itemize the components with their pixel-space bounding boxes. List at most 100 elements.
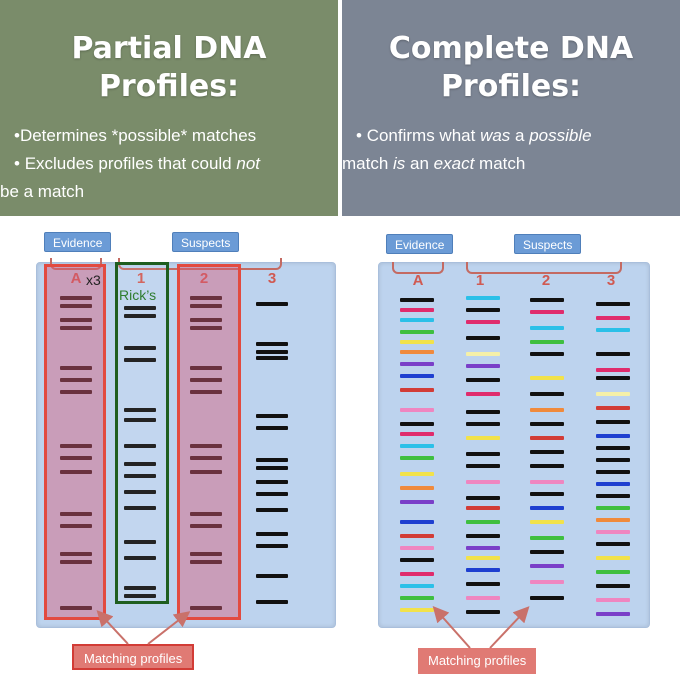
left-lane-1-band	[60, 318, 92, 322]
right-lane-1-band	[400, 362, 434, 366]
left-lane-3-band	[190, 470, 222, 474]
evidence-highlight	[44, 264, 106, 620]
right-lane-3-band	[530, 326, 564, 330]
right-lane-3-band	[530, 596, 564, 600]
left-lane-1-band	[60, 560, 92, 564]
right-lane-1-band	[400, 444, 434, 448]
right-lane-3-band	[530, 550, 564, 554]
left-lane-4-band	[256, 492, 288, 496]
right-lane-1-band	[400, 298, 434, 302]
right-lane-1-band	[400, 584, 434, 588]
left-lane-4-band	[256, 544, 288, 548]
left-lane-3-band	[190, 318, 222, 322]
right-lane-3-band	[530, 464, 564, 468]
right-lane-1-band	[400, 308, 434, 312]
lane-label-1-right: 1	[475, 272, 485, 289]
right-lane-2-band	[466, 496, 500, 500]
right-lane-4-band	[596, 612, 630, 616]
evidence-tag-right: Evidence	[386, 234, 454, 254]
left-lane-3-band	[190, 444, 222, 448]
right-lane-4-band	[596, 470, 630, 474]
suspect2-highlight	[177, 264, 241, 620]
lane-label-2-left: 2	[199, 270, 209, 287]
partial-profiles-title: Partial DNA Profiles:	[71, 31, 267, 104]
right-lane-4-band	[596, 368, 630, 372]
right-lane-1-band	[400, 558, 434, 562]
left-lane-2-band	[124, 556, 156, 560]
complete-profiles-panel: Complete DNA Profiles: Confirms what was…	[342, 0, 680, 216]
left-lane-3-band	[190, 304, 222, 308]
bullet-excludes-profiles: Excludes profiles that could not be a ma…	[0, 150, 324, 206]
right-lane-3-band	[530, 520, 564, 524]
left-lane-2-band	[124, 594, 156, 598]
lane-label-1-left: 1	[136, 270, 146, 287]
right-lane-1-band	[400, 456, 434, 460]
right-lane-3-band	[530, 536, 564, 540]
right-lane-4-band	[596, 530, 630, 534]
right-lane-3-band	[530, 376, 564, 380]
right-lane-4-band	[596, 506, 630, 510]
right-lane-1-band	[400, 374, 434, 378]
right-lane-3-band	[530, 408, 564, 412]
right-lane-4-band	[596, 316, 630, 320]
right-lane-4-band	[596, 584, 630, 588]
right-lane-3-band	[530, 392, 564, 396]
left-lane-4-band	[256, 414, 288, 418]
right-lane-2-band	[466, 480, 500, 484]
right-lane-2-band	[466, 308, 500, 312]
left-lane-4-band	[256, 458, 288, 462]
left-lane-4-band	[256, 426, 288, 430]
evidence-bracket-right	[392, 262, 444, 274]
right-lane-3-band	[530, 492, 564, 496]
right-lane-3-band	[530, 352, 564, 356]
right-lane-1-band	[400, 472, 434, 476]
left-lane-3-band	[190, 326, 222, 330]
suspects-bracket-right	[466, 262, 622, 274]
left-lane-3-band	[190, 456, 222, 460]
right-lane-2-band	[466, 320, 500, 324]
lane-label-a-left: A	[70, 270, 82, 287]
center-divider	[338, 0, 342, 680]
right-lane-4-band	[596, 458, 630, 462]
right-lane-1-band	[400, 596, 434, 600]
right-lane-4-band	[596, 446, 630, 450]
left-lane-3-band	[190, 366, 222, 370]
right-lane-3-band	[530, 298, 564, 302]
left-lane-2-band	[124, 490, 156, 494]
annotation-ricks: Rick’s	[119, 287, 157, 303]
right-lane-2-band	[466, 410, 500, 414]
right-lane-1-band	[400, 408, 434, 412]
right-lane-1-band	[400, 500, 434, 504]
right-lane-3-band	[530, 480, 564, 484]
left-lane-3-band	[190, 378, 222, 382]
partial-profiles-bullets: Determines *possible* matches Excludes p…	[0, 122, 338, 206]
right-lane-4-band	[596, 392, 630, 396]
right-lane-4-band	[596, 328, 630, 332]
right-lane-4-band	[596, 570, 630, 574]
right-lane-2-band	[466, 596, 500, 600]
right-lane-3-band	[530, 506, 564, 510]
left-lane-2-band	[124, 358, 156, 362]
right-lane-3-band	[530, 310, 564, 314]
right-lane-2-band	[466, 556, 500, 560]
left-lane-1-band	[60, 390, 92, 394]
right-lane-3-band	[530, 340, 564, 344]
left-lane-1-band	[60, 552, 92, 556]
left-lane-3-band	[190, 390, 222, 394]
annotation-x3: x3	[86, 272, 101, 288]
right-lane-1-band	[400, 340, 434, 344]
right-lane-4-band	[596, 518, 630, 522]
right-lane-2-band	[466, 568, 500, 572]
right-lane-2-band	[466, 392, 500, 396]
bullet-confirms-match: Confirms what was a possible match is an…	[342, 122, 666, 178]
right-lane-2-band	[466, 464, 500, 468]
right-lane-2-band	[466, 436, 500, 440]
right-lane-3-band	[530, 422, 564, 426]
left-lane-2-band	[124, 408, 156, 412]
right-lane-2-band	[466, 520, 500, 524]
right-lane-2-band	[466, 296, 500, 300]
right-lane-3-band	[530, 436, 564, 440]
left-lane-4-band	[256, 508, 288, 512]
left-lane-4-band	[256, 574, 288, 578]
left-lane-4-band	[256, 600, 288, 604]
